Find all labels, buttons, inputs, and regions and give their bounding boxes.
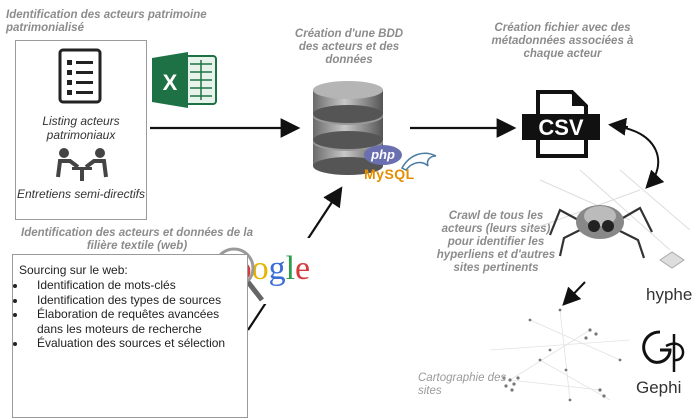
php-label: php <box>371 147 395 162</box>
list-item: Identification des types de sources <box>27 293 239 308</box>
list-item: Évaluation des sources et sélection <box>27 336 239 351</box>
label-interviews: Entretiens semi-directifs <box>16 187 146 201</box>
network-map-icon <box>489 308 631 402</box>
excel-icon: X <box>152 52 217 108</box>
sourcing-title: Sourcing sur le web: <box>19 263 128 277</box>
google-letter: l <box>285 250 296 287</box>
csv-label: CSV <box>538 115 584 140</box>
mysql-dolphin-icon <box>400 152 437 171</box>
csv-file-icon <box>522 90 600 158</box>
sourcing-list: Identification de mots-clés Identificati… <box>13 278 239 351</box>
list-item: Élaboration de requêtes avancées dans le… <box>27 307 239 336</box>
list-document-icon <box>58 48 102 104</box>
arrow-crawl-to-map <box>562 281 586 306</box>
caption-web: Identification des acteurs et données de… <box>21 227 253 252</box>
sourcing-box: Sourcing sur le web: Identification de m… <box>12 254 248 418</box>
caption-database: Création d'une BDD des acteurs et des do… <box>294 28 404 66</box>
gephi-label: Gephi <box>636 378 682 397</box>
gephi-logo-icon <box>642 330 685 372</box>
list-item: Identification de mots-clés <box>27 278 239 293</box>
svg-text:X: X <box>163 70 178 95</box>
interview-icon <box>56 148 108 181</box>
google-letter: g <box>268 250 286 287</box>
google-letter: o <box>251 250 269 287</box>
label-listing-actors: Listing acteurs patrimoniaux <box>42 114 120 142</box>
actors-panel: Listing acteurs patrimoniaux Entretiens … <box>15 40 147 220</box>
caption-actors-heritage: Identification des acteurs patrimoine pa… <box>6 9 207 34</box>
caption-cartography: Cartographie des sites <box>418 372 507 397</box>
mysql-label: MySQL <box>364 166 415 182</box>
hyphe-label: hyphe <box>646 285 693 304</box>
hyphe-spider-icon <box>529 169 691 269</box>
php-logo: php <box>364 145 402 165</box>
google-letter: e <box>295 250 311 287</box>
caption-csv: Création fichier avec des métadonnées as… <box>491 22 634 60</box>
caption-crawl: Crawl de tous les acteurs (leurs sites) … <box>436 210 556 274</box>
